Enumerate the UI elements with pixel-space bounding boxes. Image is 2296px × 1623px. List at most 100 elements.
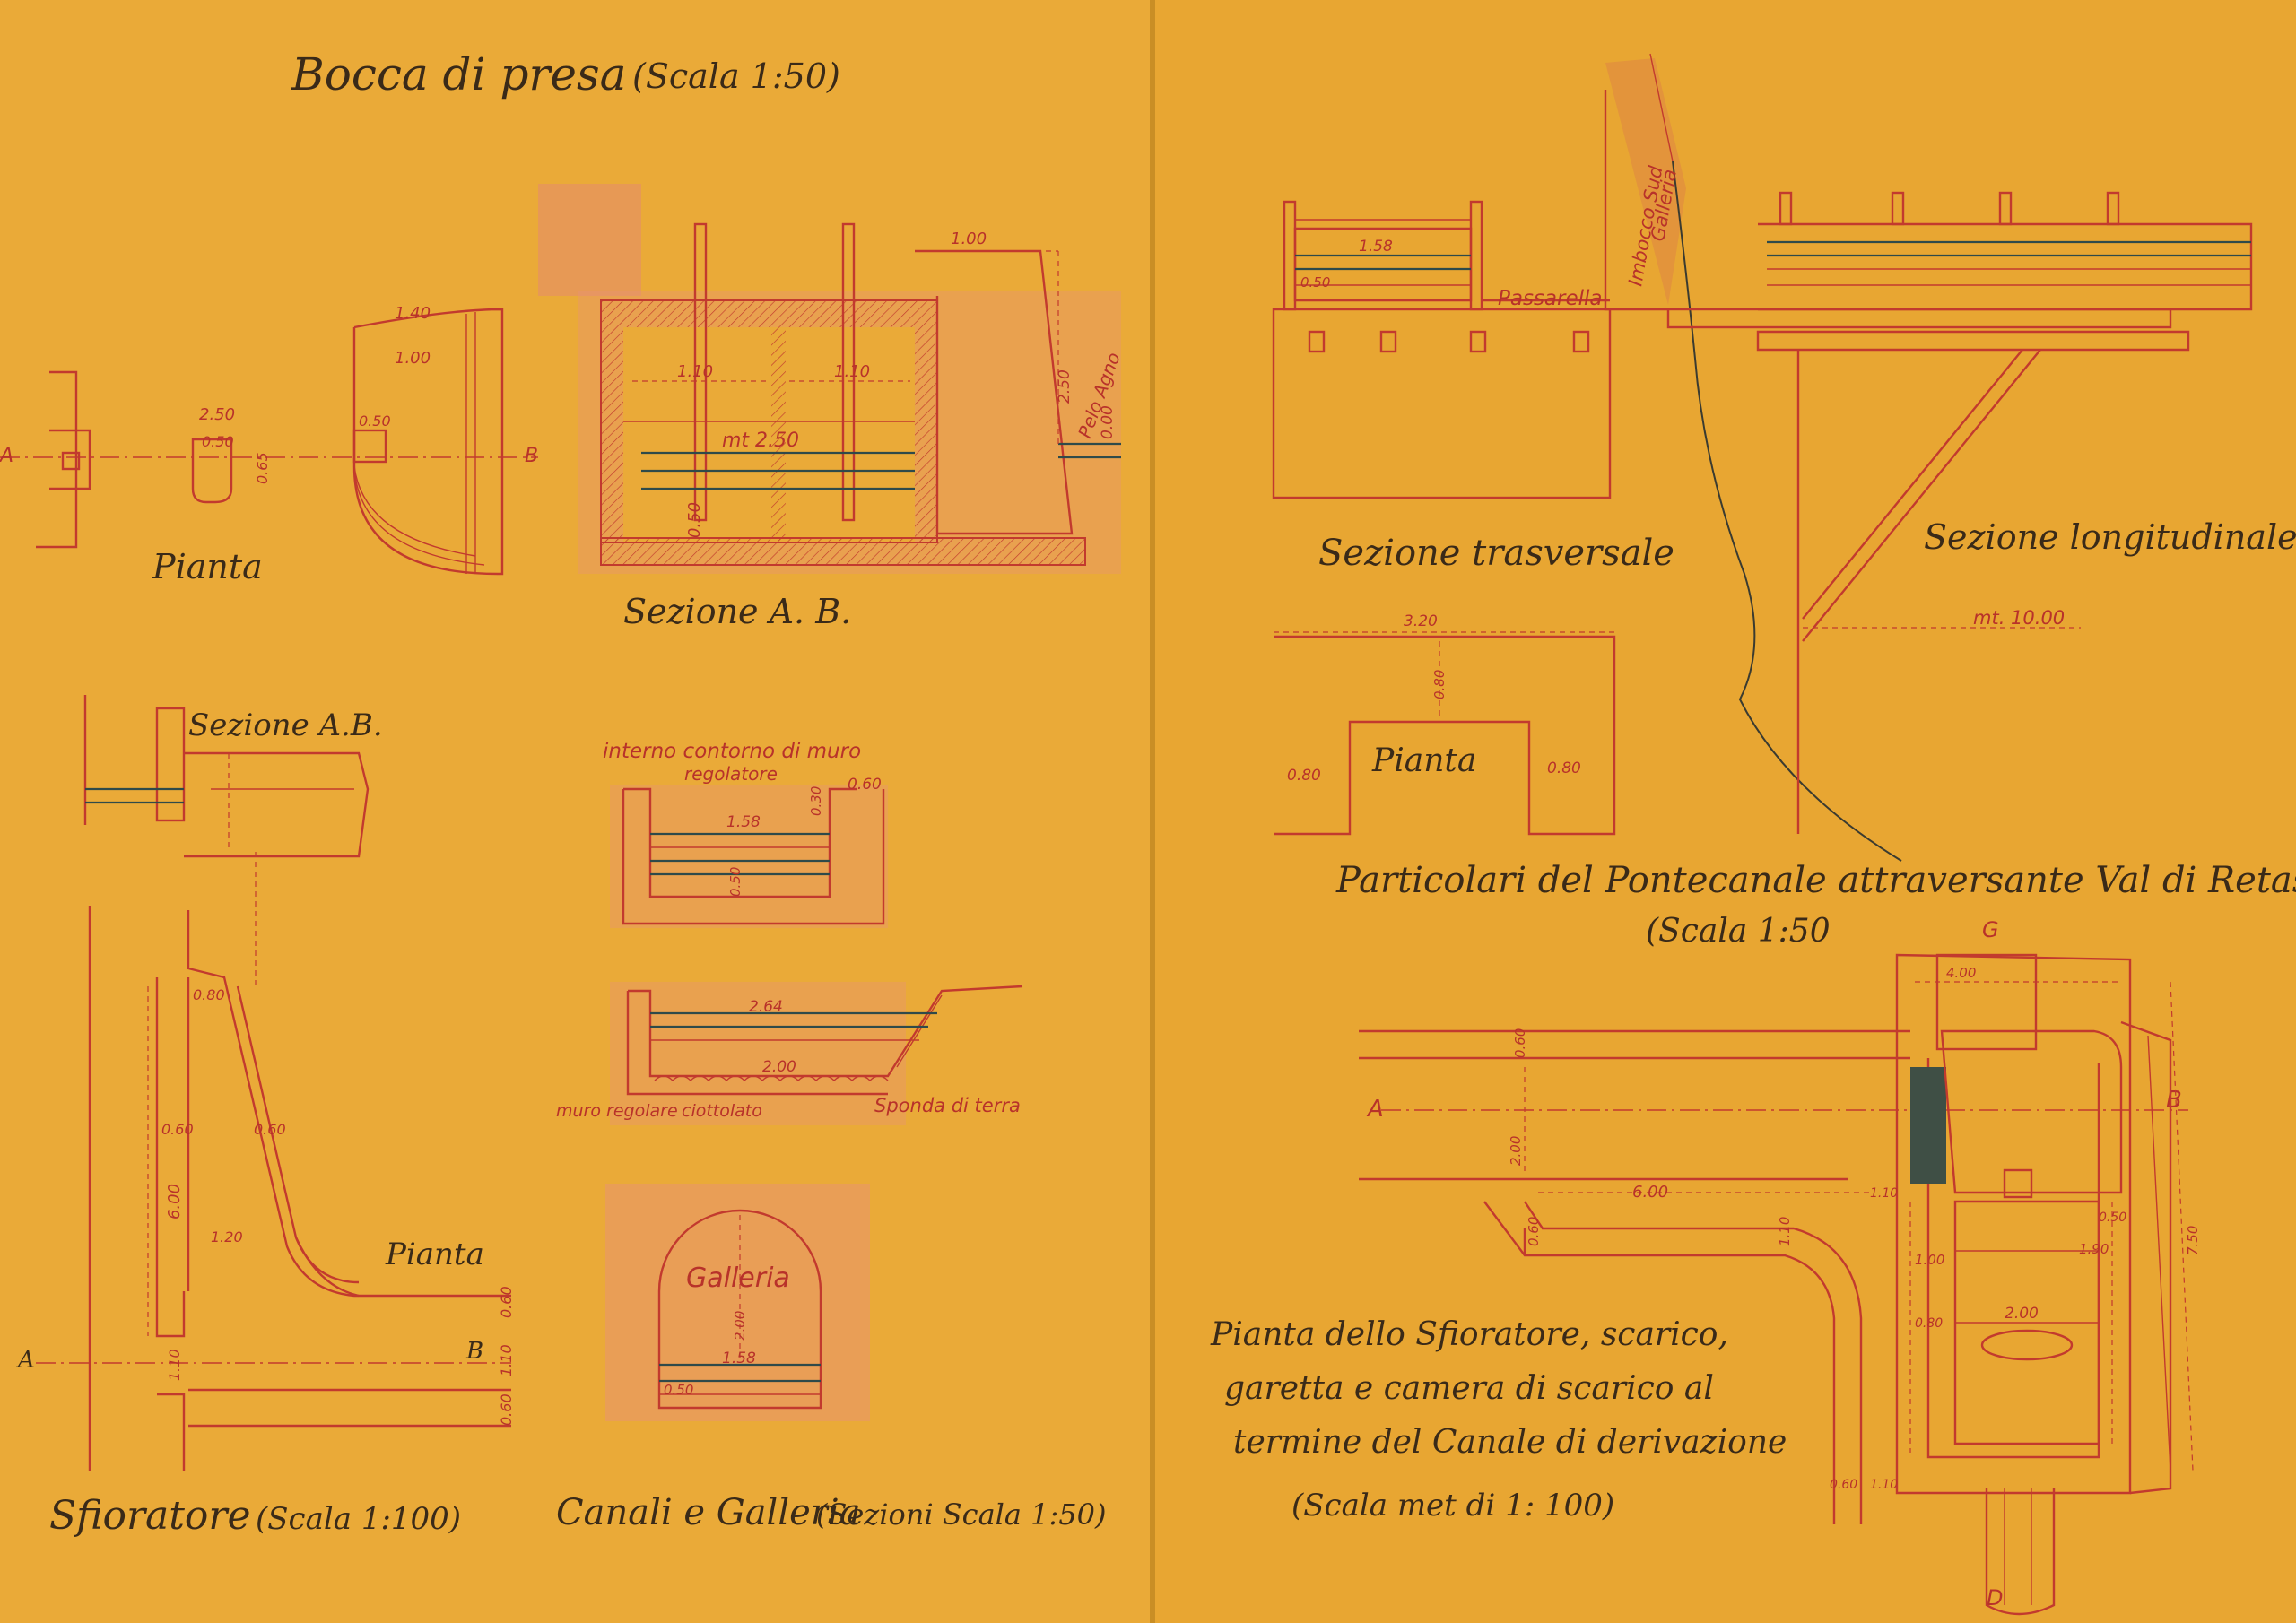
sc-dim-400: 4.00 [1946,965,1976,981]
dim-140: 1.40 [395,304,430,323]
sez-long-label: Sezione longitudinale [1924,517,2296,557]
bocca-title: Bocca di presa [291,48,626,100]
scarico-caption-3: termine del Canale di derivazione [1233,1424,1787,1461]
sc-dim-060c: 0.60 [1830,1478,1857,1492]
c-dim-158: 1.58 [726,813,761,831]
label-b-1: B [525,445,538,467]
c-g-158: 1.58 [722,1350,756,1367]
s-label-a: A [1366,1096,1384,1123]
c-g-200: 2.00 [732,1311,748,1341]
sf-dim-060b: 0.60 [254,1121,286,1138]
sfioratore-sezione: Sezione A.B. [83,695,383,986]
dim-100: 1.00 [395,349,430,368]
sc-dim-750: 7.50 [2185,1226,2201,1255]
sf-dim-080: 0.80 [193,986,225,1003]
sezione-ab-label-2: Sezione A.B. [188,707,383,743]
ponte-scale: (Scala 1:50 [1646,913,1831,950]
pianta-label-1: Pianta [152,547,263,586]
ponte-rock: Imbocco Sud Galleria [1604,53,1902,862]
ponte-sezione-trasversale: 1.58 0.50 Passarella Sezione trasversale [1272,200,1674,574]
c-ciottolato: ciottolato [682,1101,762,1121]
dim-000: 0.00 [1099,405,1117,439]
scarico-caption-2: garetta e camera di scarico al [1224,1370,1714,1407]
scarico-plan: A B G D 4.00 0.60 2.00 6.00 1.10 0.60 1.… [1359,917,2201,1616]
scarico-scale: (Scala met di 1: 100) [1292,1488,1614,1523]
scarico-caption: Pianta dello Sfioratore, scarico, garett… [1210,1316,1787,1523]
scarico-caption-1: Pianta dello Sfioratore, scarico, [1210,1316,1728,1353]
c-sponda: Sponda di terra [874,1095,1021,1116]
sf-dim-120: 1.20 [211,1228,243,1245]
s-label-b: B [2166,1087,2182,1114]
sc-dim-110b: 1.10 [1777,1217,1793,1246]
ponte-title: Particolari del Pontecanale attraversant… [1335,860,2296,901]
dim-250: 2.50 [199,405,235,424]
pp-dim-080l: 0.80 [1287,767,1321,785]
sc-dim-600: 6.00 [1632,1183,1668,1202]
pp-pianta-label: Pianta [1371,742,1476,779]
sezione-ab-label-1: Sezione A. B. [623,592,851,631]
sc-dim-060: 0.60 [1512,1028,1528,1058]
pp-dim-080: 0.80 [1431,670,1448,699]
pianta-label-2: Pianta [385,1237,484,1272]
sf-dim-110b: 1.10 [498,1344,515,1376]
pp-dim-320: 3.20 [1404,612,1438,630]
sf-dim-110: 1.10 [166,1349,183,1381]
c-dim-030: 0.30 [808,786,824,816]
ponte-pianta: 3.20 0.80 0.80 0.80 Pianta [1274,612,1616,836]
canali-sections: interno contorno di muro regolatore 1.58… [556,740,1106,1533]
dim-050a: 0.50 [202,433,234,450]
sf-dim-600: 6.00 [165,1184,184,1219]
label-b-2: B [465,1338,483,1365]
sc-dim-200b: 2.00 [2005,1305,2039,1323]
c-dim-060: 0.60 [848,776,882,794]
s-label-g: G [1982,917,1999,942]
sc-dim-080: 0.80 [1915,1316,1943,1331]
paper-right [1152,0,2296,1623]
sfioratore-title: Sfioratore [49,1493,251,1539]
c-dim-050: 0.50 [727,867,744,897]
canali-note-2: regolatore [684,763,778,785]
sc-dim-050: 0.50 [2099,1211,2126,1225]
sc-dim-200: 2.00 [1508,1136,1524,1166]
c-dim-200: 2.00 [762,1058,796,1076]
dim-250r: 2.50 [1056,369,1074,404]
s-label-d: D [1987,1585,2003,1610]
p-dim-050: 0.50 [1300,274,1330,291]
dim-050v: 0.50 [685,502,704,538]
dim-100-top: 1.00 [951,230,987,248]
sez-trasv-label: Sezione trasversale [1318,533,1674,574]
sfioratore-pianta: A B 0.80 0.60 0.60 6.00 1.20 0.60 1.10 1… [16,906,515,1539]
c-muro-regolare: muro regolare [556,1101,678,1121]
label-a-2: A [16,1347,35,1374]
sfioratore-scale: (Scala 1:100) [256,1501,461,1537]
sc-dim-110: 1.10 [1870,1186,1898,1201]
canali-note-1: interno contorno di muro [603,740,861,763]
sc-dim-190: 1.90 [2079,1241,2109,1257]
dim-110b: 1.10 [834,362,870,381]
dim-250m: mt 2.50 [722,430,799,452]
sc-dim-110c: 1.10 [1870,1478,1898,1492]
ponte-sezione-longitudinale: mt. 10.00 Sezione longitudinale [1666,191,2296,834]
sf-dim-060c: 0.60 [498,1286,515,1318]
canali-scale: (Sezioni Scala 1:50) [816,1497,1106,1532]
bocca-sezione: 1.00 1.10 1.10 mt 2.50 0.50 2.50 Pelo Ag… [538,184,1125,631]
sc-dim-060b: 0.60 [1526,1217,1542,1246]
dim-110a: 1.10 [677,362,713,381]
bocca-scale: (Scala 1:50) [632,56,840,96]
c-g-050: 0.50 [664,1382,693,1398]
dim-065: 0.65 [254,452,271,484]
c-galleria: Galleria [686,1263,790,1294]
canali-title: Canali e Galleria [556,1492,861,1533]
p-passarella: Passarella [1498,287,1603,310]
c-dim-264: 2.64 [749,998,783,1016]
label-a-1: A [0,445,13,467]
sf-dim-060d: 0.60 [498,1393,515,1426]
bocca-pianta: Pianta 2.50 0.50 0.65 1.40 1.00 0.50 A B [0,304,538,586]
p-mt10: mt. 10.00 [1973,607,2065,629]
p-dim-158: 1.58 [1359,238,1393,256]
sc-dim-100: 1.00 [1915,1252,1944,1268]
dim-050b: 0.50 [359,412,391,430]
sf-dim-060a: 0.60 [161,1121,194,1138]
pp-dim-080r: 0.80 [1547,759,1581,777]
